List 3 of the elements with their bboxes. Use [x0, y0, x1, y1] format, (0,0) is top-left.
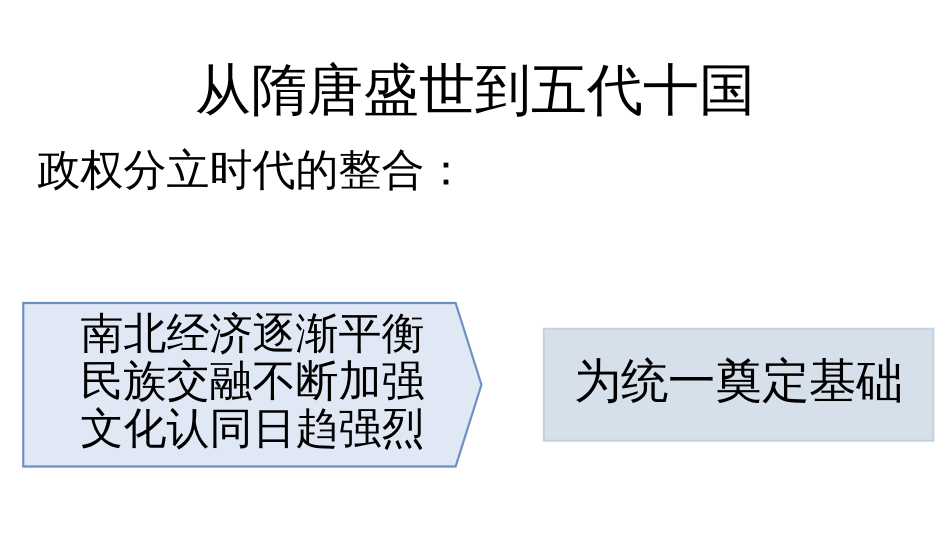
node-box: 为统一奠定基础	[542, 328, 934, 442]
label: 政权分立时代的整合：	[37, 146, 468, 196]
diagram-title: 从隋唐盛世到五代十国	[195, 58, 755, 123]
